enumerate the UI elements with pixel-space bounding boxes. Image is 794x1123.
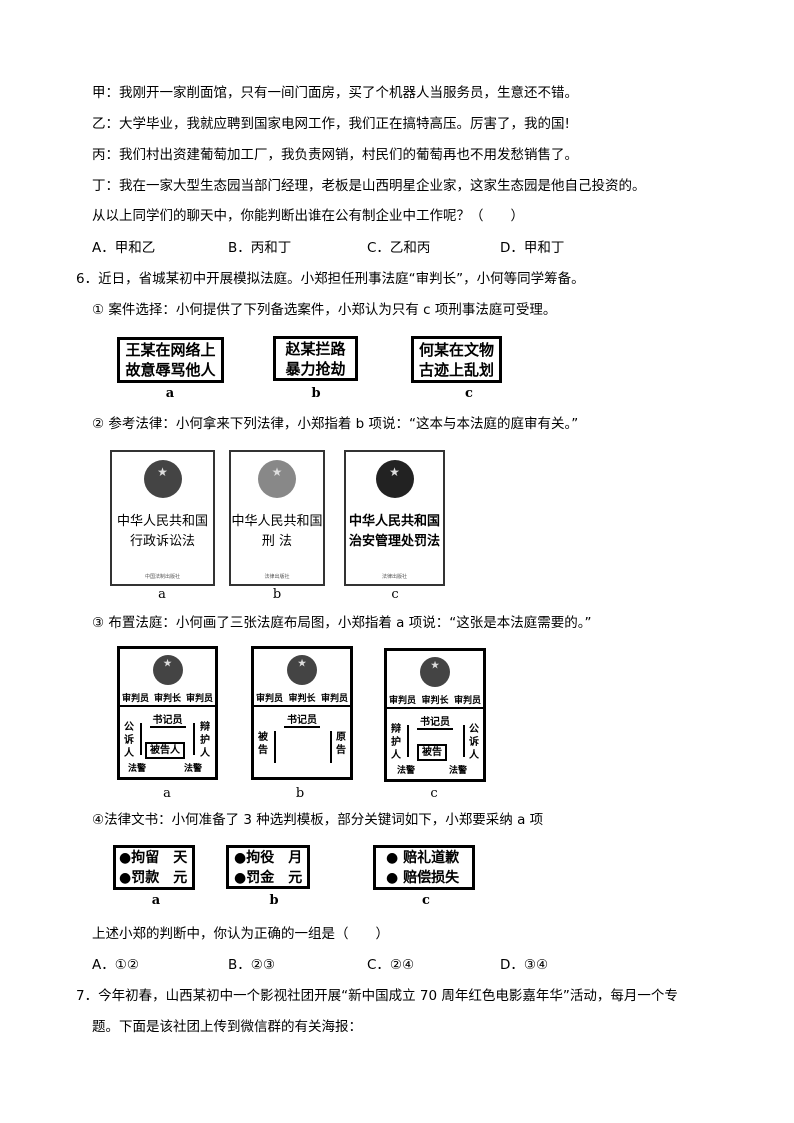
template-line: ● 赔礼道歉 (386, 850, 460, 866)
q6-step1: ① 案件选择：小何提供了下列备选案件，小郑认为只有 c 项刑事法庭可受理。 (92, 302, 557, 318)
q6-option-b: B．②③ (228, 957, 275, 973)
template-line: ●罚款 元 (119, 870, 188, 886)
book-label: c (391, 587, 399, 602)
right-party: 原告 (336, 732, 346, 756)
national-emblem-icon (375, 460, 414, 498)
bailiff: 法警 (128, 764, 147, 774)
case-b: 赵某拦路暴力抢劫 (273, 336, 358, 381)
q5-option-b: B．丙和丁 (228, 240, 292, 256)
judge-seat: 审判员 (185, 694, 213, 704)
q5-option-c: C．乙和丙 (367, 240, 431, 256)
bailiff: 法警 (449, 766, 468, 776)
template-b: ●拘役 月 ●罚金 元 (226, 845, 310, 889)
left-party: 公诉人 (124, 722, 134, 759)
q7-stem-line1: 7．今年初春，山西某初中一个影视社团开展“新中国成立 70 周年红色电影嘉年华”… (76, 988, 678, 1004)
q6-question: 上述小郑的判断中，你认为正确的一组是（ ） (92, 926, 389, 942)
template-line: ●拘留 天 (119, 850, 188, 866)
judge-seat: 审判员 (389, 696, 417, 706)
court-label: b (295, 786, 305, 801)
book-publisher: 中国法制出版社 (144, 574, 180, 580)
q5-line-yi: 乙：大学毕业，我就应聘到国家电网工作，我们正在搞特高压。厉害了，我的国! (92, 116, 570, 132)
template-label: b (269, 893, 279, 908)
q5-option-d: D．甲和丁 (500, 240, 565, 256)
book-title: 中华人民共和国 (116, 514, 208, 529)
court-label: c (430, 786, 438, 801)
case-line: 何某在文物 (418, 340, 494, 359)
case-a: 王某在网络上故意辱骂他人 (117, 337, 224, 383)
case-label: b (311, 386, 321, 401)
book-title: 中华人民共和国 (348, 514, 440, 529)
chief-judge-seat: 审判长 (153, 694, 181, 704)
q5-line-ding: 丁：我在一家大型生态园当部门经理，老板是山西明星企业家，这家生态园是他自己投资的… (92, 178, 646, 194)
case-line: 暴力抢劫 (285, 359, 346, 378)
chief-judge-seat: 审判长 (288, 694, 316, 704)
q5-option-a: A．甲和乙 (92, 240, 156, 256)
template-line: ●拘役 月 (234, 850, 303, 866)
national-emblem-icon (152, 655, 183, 685)
chief-judge-seat: 审判长 (421, 696, 449, 706)
judge-seat: 审判员 (256, 694, 284, 704)
case-label: c (465, 386, 473, 401)
template-line: ● 赔偿损失 (386, 870, 460, 886)
q6-step2: ② 参考法律：小何拿来下列法律，小郑指着 b 项说：“这本与本法庭的庭审有关。” (92, 416, 579, 432)
national-emblem-icon (143, 460, 182, 498)
book-title: 刑 法 (261, 534, 293, 549)
left-party: 被告 (258, 732, 268, 756)
q6-step4: ④法律文书：小何准备了 3 种选判模板，部分关键词如下，小郑要采纳 a 项 (92, 812, 544, 828)
case-line: 故意辱骂他人 (125, 361, 216, 379)
clerk-seat: 书记员 (284, 715, 320, 728)
q5-question: 从以上同学们的聊天中，你能判断出谁在公有制企业中工作呢？（ ） (92, 208, 524, 224)
book-label: a (158, 587, 166, 602)
judge-seat: 审判员 (453, 696, 481, 706)
right-party: 辩护人 (200, 722, 210, 759)
q6-option-a: A．①② (92, 957, 139, 973)
defendant-dock: 被告人 (145, 742, 185, 759)
template-line: ●罚金 元 (234, 870, 303, 886)
court-label: a (163, 786, 171, 801)
book-title: 中华人民共和国 (231, 514, 323, 529)
case-line: 王某在网络上 (125, 341, 216, 359)
bailiff: 法警 (184, 764, 203, 774)
left-party: 辩护人 (391, 724, 401, 761)
template-label: a (151, 893, 161, 908)
template-label: c (422, 893, 430, 908)
book-publisher: 法律出版社 (264, 574, 290, 580)
template-c: ● 赔礼道歉 ● 赔偿损失 (373, 845, 475, 890)
case-c: 何某在文物古迹上乱划 (411, 336, 502, 383)
defendant-dock: 被告 (417, 744, 447, 761)
book-title: 行政诉讼法 (129, 534, 195, 549)
q6-stem: 6．近日，省城某初中开展模拟法庭。小郑担任刑事法庭“审判长”，小何等同学筹备。 (76, 271, 585, 287)
q6-option-d: D．③④ (500, 957, 549, 973)
judge-seat: 审判员 (122, 694, 150, 704)
case-line: 古迹上乱划 (418, 360, 494, 379)
book-label: b (272, 587, 282, 602)
clerk-seat: 书记员 (417, 717, 453, 730)
case-line: 赵某拦路 (285, 339, 346, 358)
judge-seat: 审判员 (320, 694, 348, 704)
q7-stem-line2: 题。下面是该社团上传到微信群的有关海报： (92, 1019, 362, 1035)
template-a: ●拘留 天 ●罚款 元 (113, 845, 195, 890)
national-emblem-icon (287, 655, 317, 685)
right-party: 公诉人 (469, 724, 479, 761)
q6-option-c: C．②④ (367, 957, 415, 973)
clerk-seat: 书记员 (149, 715, 186, 728)
national-emblem-icon (420, 657, 450, 687)
book-title: 治安管理处罚法 (348, 534, 440, 549)
q5-line-jia: 甲：我刚开一家削面馆，只有一间门面房，买了个机器人当服务员，生意还不错。 (92, 85, 578, 101)
bailiff: 法警 (397, 766, 416, 776)
q5-line-bing: 丙：我们村出资建葡萄加工厂，我负责网销，村民们的葡萄再也不用发愁销售了。 (92, 147, 578, 163)
national-emblem-icon (258, 460, 296, 498)
book-publisher: 法律出版社 (381, 574, 407, 580)
q6-step3: ③ 布置法庭：小何画了三张法庭布局图，小郑指着 a 项说：“这张是本法庭需要的。… (92, 615, 592, 631)
case-label: a (165, 386, 175, 401)
